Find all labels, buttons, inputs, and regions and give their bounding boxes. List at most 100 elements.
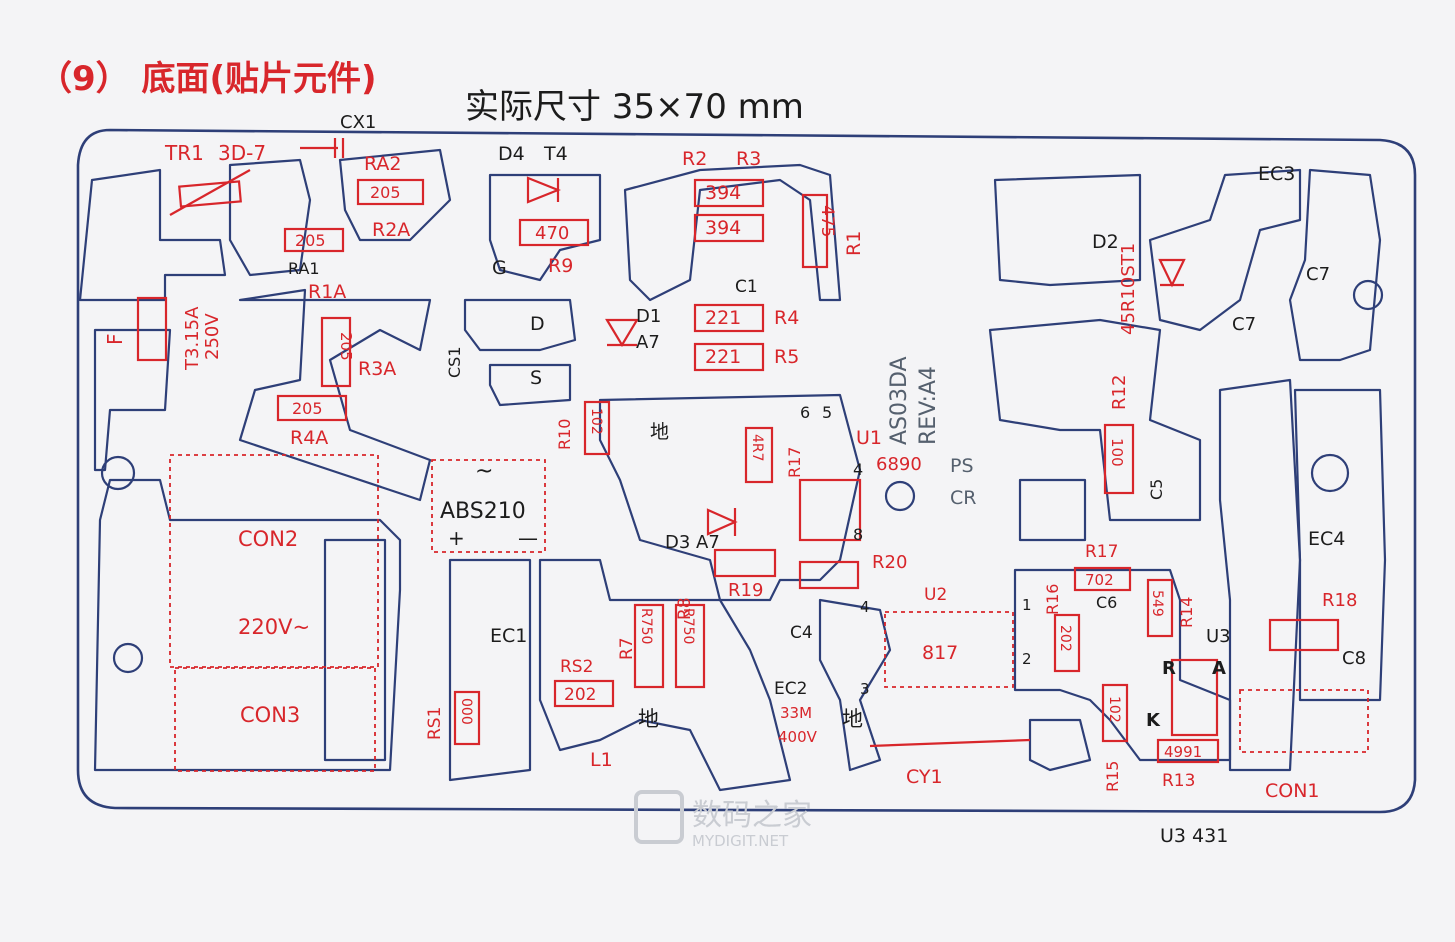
label-u1: U1	[856, 427, 882, 449]
size-note: 实际尺寸 35×70 mm	[465, 87, 804, 127]
u3-pin-k: K	[1146, 710, 1161, 731]
page-title: （9） 底面(贴片元件)	[38, 59, 377, 99]
label-r16: R16	[1043, 584, 1062, 615]
board-revision: REV:A4	[916, 366, 941, 445]
label-s: S	[530, 367, 542, 389]
mount-hole-1	[100, 455, 136, 491]
label-r9: R9	[548, 255, 573, 277]
label-d: D	[530, 313, 545, 335]
label-ec3: EC3	[1258, 163, 1295, 185]
u1-pin-4: 4	[853, 460, 863, 479]
label-fuse-rating: T3.15A	[182, 306, 203, 371]
label-3d7: 3D-7	[218, 141, 266, 165]
label-r12: R12	[1109, 375, 1130, 410]
label-d2-part: 45R10ST1	[1118, 243, 1139, 335]
value-475: 475	[817, 205, 837, 237]
label-d3-a7: D3 A7	[665, 532, 720, 553]
label-r17-top: R17	[785, 447, 804, 478]
label-u3: U3	[1206, 626, 1231, 647]
label-c7-left: C7	[1232, 314, 1256, 335]
label-rs1: RS1	[425, 707, 445, 740]
u3-pin-r: R	[1162, 658, 1176, 679]
label-r4: R4	[774, 307, 799, 329]
label-a7: A7	[636, 332, 660, 353]
label-c6: C6	[1096, 593, 1117, 612]
u2-part: 817	[922, 642, 958, 664]
u2-pin-4: 4	[860, 598, 870, 616]
value-549: 549	[1149, 590, 1165, 617]
label-r4a: R4A	[290, 427, 328, 449]
watermark: 数码之家 MYDIGIT.NET	[634, 790, 812, 850]
label-d1: D1	[636, 306, 661, 327]
label-r3a: R3A	[358, 358, 396, 380]
label-u2: U2	[924, 585, 947, 605]
label-ec4: EC4	[1308, 528, 1345, 550]
mount-hole-2	[112, 642, 144, 674]
value-205-r3a: 205	[337, 332, 355, 361]
component-outlines	[136, 138, 1369, 772]
value-394-b: 394	[705, 217, 741, 239]
value-221-b: 221	[705, 346, 741, 368]
label-ec2-value: 33M	[780, 704, 812, 722]
label-ra2: RA2	[364, 153, 402, 175]
label-r10: R10	[555, 419, 574, 450]
label-tr1: TR1	[164, 141, 204, 165]
label-fuse-voltage: 250V	[202, 313, 223, 360]
label-con3: CON3	[240, 703, 300, 727]
value-205-ra2: 205	[370, 183, 401, 202]
label-fuse-f: F	[103, 333, 127, 345]
label-con2: CON2	[238, 527, 298, 551]
u3-pin-a: A	[1212, 658, 1226, 679]
label-con1: CON1	[1265, 780, 1320, 802]
label-ground-2: 地	[638, 707, 659, 731]
u1-part: 6890	[876, 454, 922, 475]
value-221-a: 221	[705, 307, 741, 329]
label-r1a: R1A	[308, 281, 346, 303]
label-ec2: EC2	[774, 679, 807, 699]
watermark-site: 数码之家	[692, 798, 812, 833]
label-c4: C4	[790, 623, 813, 643]
label-r19: R19	[728, 580, 763, 601]
label-c1: C1	[735, 277, 758, 297]
label-r15: R15	[1103, 761, 1122, 792]
value-470: 470	[535, 223, 569, 244]
label-r17-right: R17	[1085, 542, 1118, 562]
label-c5: C5	[1147, 479, 1166, 500]
label-r14: R14	[1177, 597, 1196, 628]
copper-traces	[78, 148, 1387, 792]
mount-hole-3	[884, 480, 916, 512]
label-r18: R18	[1322, 590, 1357, 611]
u2-pin-1: 1	[1022, 596, 1032, 614]
label-r2: R2	[682, 148, 707, 170]
label-ra1: RA1	[288, 259, 320, 278]
label-cs1: CS1	[445, 346, 464, 378]
label-r20: R20	[872, 552, 907, 573]
value-205-r4a: 205	[292, 399, 323, 418]
label-rs2: RS2	[560, 657, 593, 677]
label-cy1: CY1	[906, 766, 943, 788]
value-100: 100	[1108, 438, 1126, 467]
value-394-a: 394	[705, 182, 741, 204]
value-r750-b: R750	[680, 608, 696, 644]
label-cx1: CX1	[340, 112, 376, 133]
value-4r7: 4R7	[749, 434, 765, 462]
u1-pin-6: 6	[800, 403, 810, 422]
label-ground-1: 地	[650, 421, 669, 443]
mount-hole-5	[1352, 279, 1384, 311]
label-cr: CR	[950, 487, 976, 509]
label-c8: C8	[1342, 648, 1366, 669]
value-4991: 4991	[1164, 743, 1202, 761]
label-d2: D2	[1092, 231, 1119, 253]
value-r750-a: R750	[638, 608, 654, 644]
label-t4: T4	[543, 143, 568, 165]
label-ec2-voltage: 400V	[778, 728, 818, 746]
label-ec1: EC1	[490, 625, 527, 647]
bridge-ac-symbol: ~	[475, 459, 493, 484]
u1-pin-5: 5	[822, 403, 832, 422]
value-000: 000	[458, 698, 474, 725]
label-u3-part: U3 431	[1160, 825, 1228, 847]
u1-pin-8: 8	[853, 525, 863, 544]
u2-pin-3: 3	[860, 680, 870, 698]
watermark-domain: MYDIGIT.NET	[692, 832, 789, 850]
